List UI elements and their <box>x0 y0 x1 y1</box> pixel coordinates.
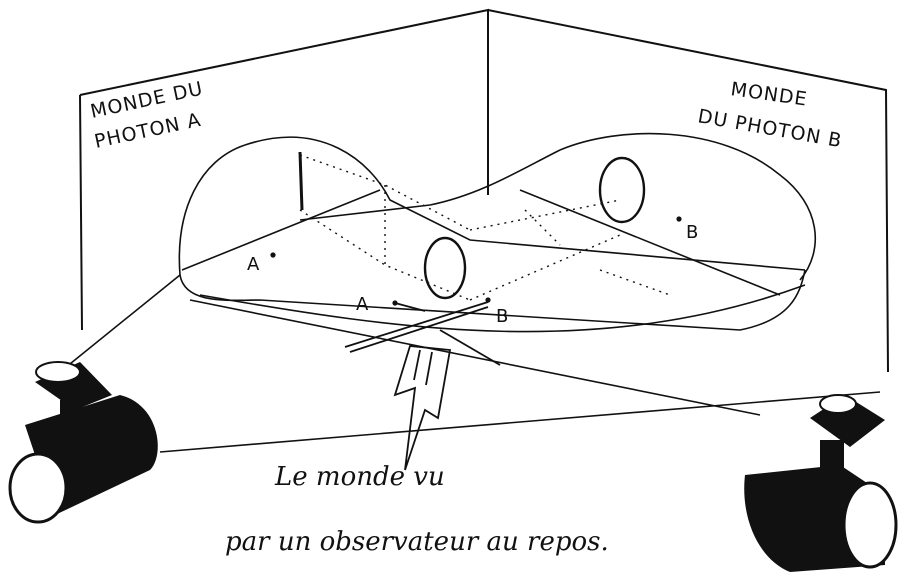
dot-b-right <box>676 216 681 221</box>
vertical-marker-left <box>300 152 302 210</box>
walls <box>80 10 888 372</box>
projector-icon <box>10 362 158 522</box>
dot-a-left <box>270 252 275 257</box>
wall-right-title-line1: MONDE <box>729 78 809 111</box>
projector-right <box>744 395 896 572</box>
wall-right-title-line2: DU PHOTON B <box>696 105 844 152</box>
up-arrow-icon <box>395 346 450 470</box>
oval-center <box>425 238 465 298</box>
projector-left <box>10 362 158 522</box>
label-a-left: A <box>247 254 260 275</box>
caption-line2: par un observateur au repos. <box>225 527 609 557</box>
label-b-right: B <box>686 222 698 243</box>
projector-icon <box>744 395 896 572</box>
beam-right <box>190 134 815 415</box>
beam-left <box>60 137 880 452</box>
oval-right <box>600 158 644 222</box>
caption-line1: Le monde vu <box>274 462 445 492</box>
label-b-center: B <box>496 306 508 327</box>
label-a-center: A <box>356 294 369 315</box>
